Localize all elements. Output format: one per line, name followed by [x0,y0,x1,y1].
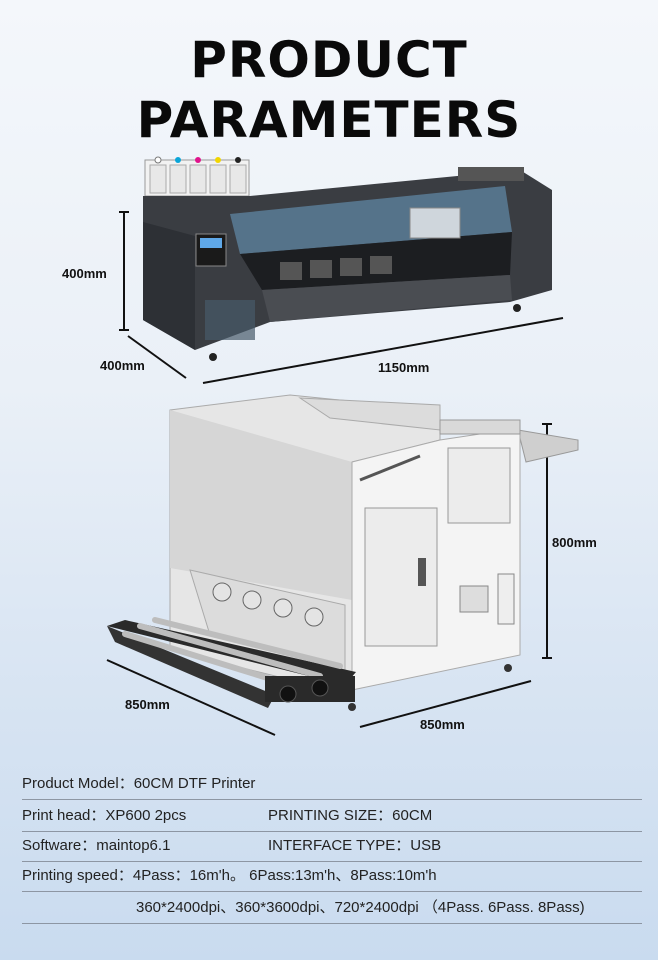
shaker-depth-label: 850mm [125,697,170,712]
printer-height-label: 400mm [62,266,107,281]
title-line-2: PARAMETERS [136,91,522,149]
spec-printing-size: PRINTING SIZE：60CM [268,807,433,824]
spec-interface: INTERFACE TYPE：USB [268,837,442,854]
spec-speed: Printing speed：4Pass：16m'h。 6Pass:13m'h、… [22,867,437,884]
shaker-width-label: 850mm [420,717,465,732]
printer-width-label: 1150mm [378,360,430,375]
spec-resolution: 360*2400dpi、360*3600dpi、720*2400dpi （4Pa… [136,899,585,916]
title-line-1: PRODUCT [190,31,468,89]
spec-software: Software：maintop6.1 [22,837,171,854]
spec-model: Product Model：60CM DTF Printer [22,775,256,792]
spec-row-model: Product Model：60CM DTF Printer [22,768,642,800]
shaker-height-label: 800mm [552,535,597,550]
spec-print-head: Print head：XP600 2pcs [22,807,187,824]
spec-row-resolution: 360*2400dpi、360*3600dpi、720*2400dpi （4Pa… [22,892,642,924]
printer-depth-label: 400mm [100,358,145,373]
spec-row-software: Software：maintop6.1 INTERFACE TYPE：USB [22,830,642,862]
spec-row-head: Print head：XP600 2pcs PRINTING SIZE：60CM [22,800,642,832]
spec-row-speed: Printing speed：4Pass：16m'h。 6Pass:13m'h、… [22,860,642,892]
